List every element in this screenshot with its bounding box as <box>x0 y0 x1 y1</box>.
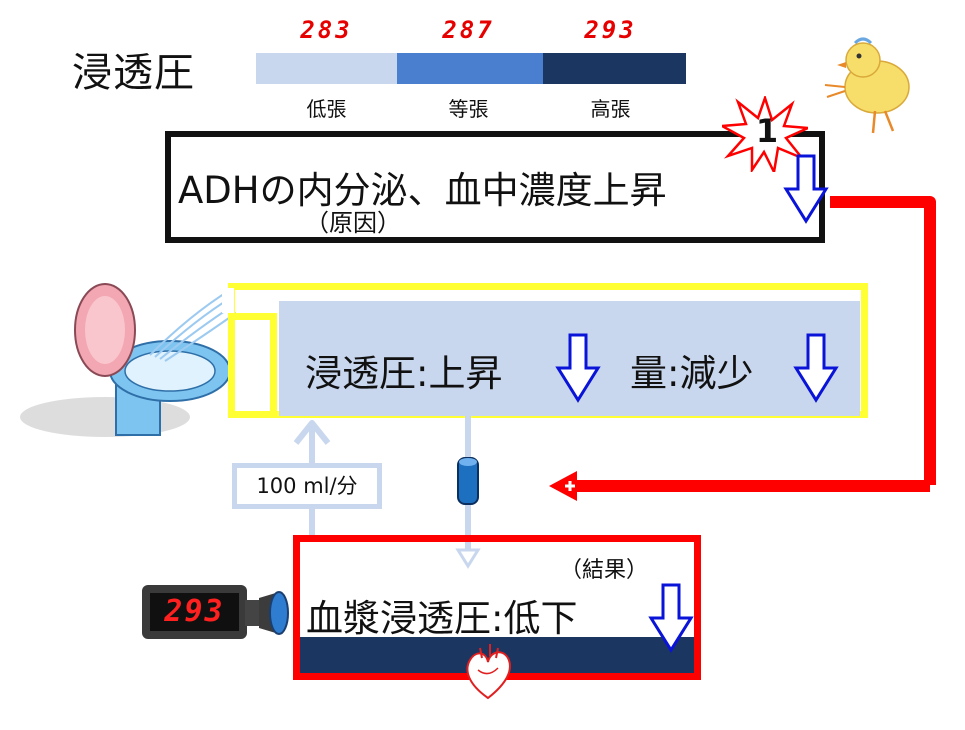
heart-icon <box>466 644 511 700</box>
adh-box <box>165 131 825 243</box>
osmometer-value: 293 <box>164 594 225 629</box>
osmometer: 293 <box>142 585 247 639</box>
scale-title: 浸透圧 <box>72 50 195 96</box>
down-arrow-icon <box>555 333 601 403</box>
red-feedback-arrow <box>549 471 930 501</box>
scale-value-hypertonic: 293 <box>584 16 637 44</box>
down-arrow-icon <box>783 154 829 224</box>
tubule-inlet <box>228 313 276 320</box>
scale-label-isotonic: 等張 <box>448 97 489 121</box>
scale-segment-isotonic <box>397 53 543 84</box>
adh-text: ADHの内分泌、血中濃度上昇 <box>178 169 667 212</box>
red-feedback-line <box>830 196 936 485</box>
down-arrow-icon <box>648 583 694 653</box>
step-number: 1 <box>755 112 779 150</box>
starburst-icon <box>722 96 808 172</box>
scale-label-hypertonic: 高張 <box>590 97 631 121</box>
urine-text: 浸透圧:上昇 <box>305 343 502 397</box>
scale-value-hypotonic: 283 <box>300 16 353 44</box>
result-note: （結果） <box>560 558 649 583</box>
down-arrow-icon <box>793 333 839 403</box>
scale-segment-hypertonic <box>543 53 686 84</box>
reabsorption-arrow <box>455 410 481 569</box>
scale-segment-hypotonic <box>256 53 397 84</box>
chick-icon <box>824 37 910 134</box>
flow-rate-label: 100 ml/分 <box>232 463 382 509</box>
scale-value-isotonic: 287 <box>442 16 495 44</box>
plasma-text: 血漿浸透圧:低下 <box>306 597 578 640</box>
scale-label-hypotonic: 低張 <box>306 97 347 121</box>
urine-volume: 量:減少 <box>630 352 754 395</box>
tubule-inner-wall <box>270 313 277 418</box>
toilet-icon <box>20 283 237 437</box>
osmometer-display: 293 <box>150 593 239 631</box>
urine-osmolality: 浸透圧:上昇 <box>305 352 503 395</box>
cause-note: （原因） <box>305 209 401 237</box>
sensor-probe-icon <box>245 591 289 635</box>
tubule-opening <box>222 288 234 313</box>
